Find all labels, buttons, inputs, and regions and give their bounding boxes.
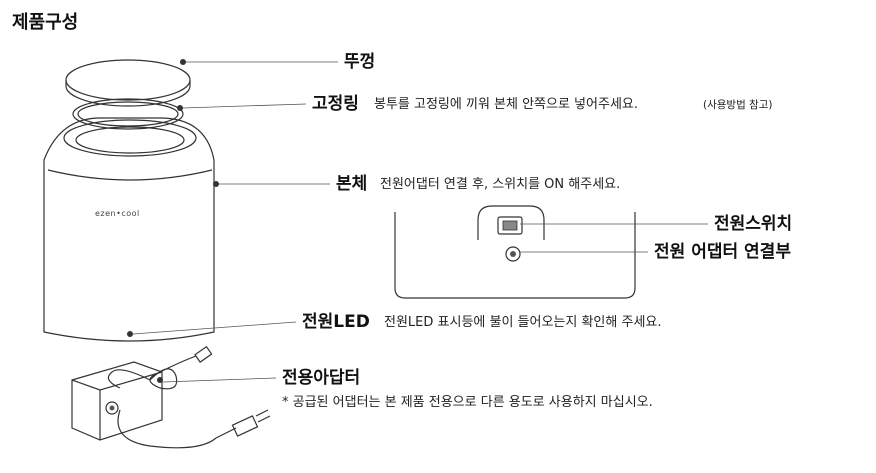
lid-label: 뚜껑 <box>344 52 376 72</box>
ring-description: 봉투를 고정링에 끼워 본체 안쪽으로 넣어주세요. <box>374 97 638 112</box>
body-description: 전원어댑터 연결 후, 스위치를 ON 해주세요. <box>380 177 621 192</box>
lid-illustration <box>65 59 191 107</box>
power-led-description: 전원LED 표시등에 불이 들어오는지 확인해 주세요. <box>384 315 662 330</box>
body-label: 본체 <box>336 174 368 194</box>
ring-note: (사용방법 참고) <box>703 99 773 111</box>
ring-illustration <box>72 98 184 130</box>
power-led-label: 전원LED <box>302 312 370 332</box>
adapter-label: 전용아답터 <box>282 368 361 388</box>
brand-logo: ezen•cool <box>95 209 140 218</box>
page-title: 제품구성 <box>12 12 79 33</box>
adapter-description: * 공급된 어댑터는 본 제품 전용으로 다른 용도로 사용하지 마십시오. <box>282 395 653 410</box>
power-switch-label: 전원스위치 <box>714 214 793 234</box>
body-illustration <box>43 117 219 342</box>
back-panel-illustration <box>394 205 636 299</box>
adapter-illustration <box>71 345 271 449</box>
ring-label: 고정링 <box>312 94 359 114</box>
adapter-port-label: 전원 어댑터 연결부 <box>654 242 791 262</box>
